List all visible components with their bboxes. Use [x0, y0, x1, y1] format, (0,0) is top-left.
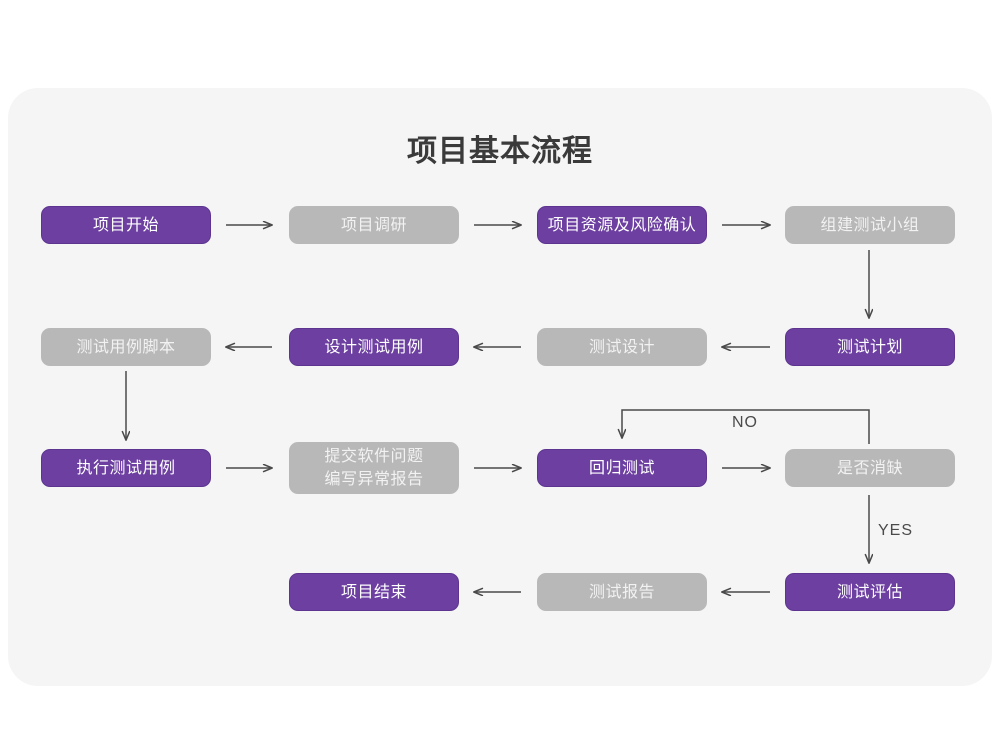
node-build-test-team[interactable]: 组建测试小组	[785, 206, 955, 244]
node-testcase-script[interactable]: 测试用例脚本	[41, 328, 211, 366]
node-resource-risk-confirm[interactable]: 项目资源及风险确认	[537, 206, 707, 244]
node-test-report[interactable]: 测试报告	[537, 573, 707, 611]
edge-label-no: NO	[732, 414, 758, 431]
node-project-research[interactable]: 项目调研	[289, 206, 459, 244]
node-project-end[interactable]: 项目结束	[289, 573, 459, 611]
edge-label-yes: YES	[878, 522, 914, 539]
node-project-start[interactable]: 项目开始	[41, 206, 211, 244]
node-regression-test[interactable]: 回归测试	[537, 449, 707, 487]
node-test-plan[interactable]: 测试计划	[785, 328, 955, 366]
node-design-testcase[interactable]: 设计测试用例	[289, 328, 459, 366]
page-title: 项目基本流程	[407, 135, 593, 168]
node-test-design[interactable]: 测试设计	[537, 328, 707, 366]
node-execute-testcase[interactable]: 执行测试用例	[41, 449, 211, 487]
node-test-evaluation[interactable]: 测试评估	[785, 573, 955, 611]
node-submit-defect-report[interactable]: 提交软件问题 编写异常报告	[289, 442, 459, 494]
node-defect-resolved-check[interactable]: 是否消缺	[785, 449, 955, 487]
